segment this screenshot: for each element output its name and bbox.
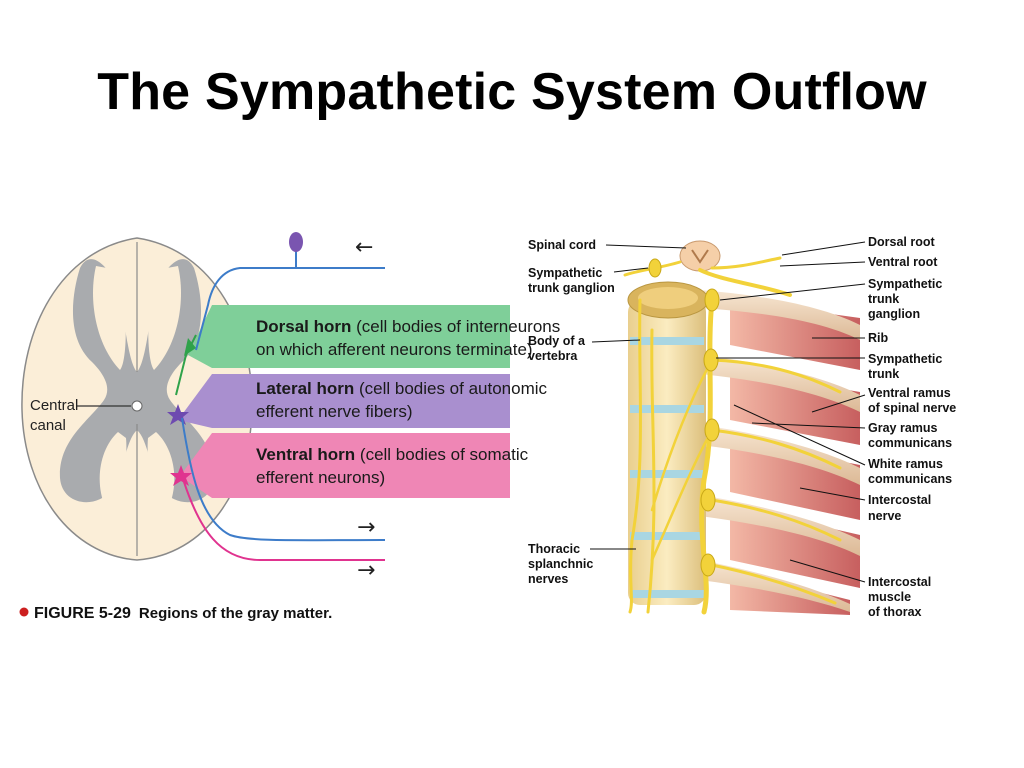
label-sympathetic-trunk-1: Sympathetic — [868, 352, 942, 366]
label-spinal-cord: Spinal cord — [528, 238, 596, 252]
label-dorsal-root: Dorsal root — [868, 235, 936, 249]
label-body-of-vertebra-1: Body of a — [528, 334, 586, 348]
lateral-horn-text-line2: efferent nerve fibers) — [256, 402, 413, 421]
label-gray-ramus-2: communicans — [868, 436, 952, 450]
somatic-neuron-star — [170, 465, 192, 486]
afferent-cell-body — [289, 232, 303, 252]
afferent-arrow: ← — [355, 235, 373, 260]
label-body-of-vertebra-2: vertebra — [528, 349, 578, 363]
label-sympathetic-trunk-2: trunk — [868, 367, 899, 381]
label-intercostal-nerve-2: nerve — [868, 509, 901, 523]
label-intercostal-nerve-1: Intercostal — [868, 493, 931, 507]
autonomic-neuron-star — [167, 404, 189, 425]
label-sympathetic-trunk-ganglion-right-1: Sympathetic — [868, 277, 942, 291]
lateral-horn-text-line1: Lateral horn (cell bodies of autonomic — [256, 379, 548, 398]
ventral-horn-text-line1: Ventral horn (cell bodies of somatic — [256, 445, 529, 464]
caption-bullet — [19, 607, 29, 617]
label-intercostal-muscle-1: Intercostal — [868, 575, 931, 589]
interneuron-cell-body — [184, 338, 196, 356]
label-ventral-ramus-1: Ventral ramus — [868, 386, 951, 400]
label-intercostal-muscle-2: muscle — [868, 590, 911, 604]
label-ventral-root: Ventral root — [868, 255, 938, 269]
label-sympathetic-trunk-ganglion-left-2: trunk ganglion — [528, 281, 615, 295]
leader-lines — [590, 241, 866, 583]
label-sympathetic-trunk-ganglion-left-1: Sympathetic — [528, 266, 602, 280]
vertebral-column — [627, 281, 709, 605]
label-thoracic-splanchnic-3: nerves — [528, 572, 568, 586]
ventral-horn-text-line2: efferent neurons) — [256, 468, 385, 487]
sympathetic-trunk-illustration — [623, 240, 860, 615]
ribs — [700, 290, 860, 612]
efferent-arrow-1: → — [357, 515, 375, 540]
dorsal-horn-text-line2: on which afferent neurons terminate) — [256, 340, 533, 359]
efferent-arrow-2: → — [357, 558, 375, 583]
dorsal-horn-text-line1: Dorsal horn (cell bodies of interneurons — [256, 317, 560, 336]
central-canal-label-line1: Central — [30, 397, 78, 414]
spinal-cord — [679, 240, 721, 272]
label-gray-ramus-1: Gray ramus — [868, 421, 938, 435]
sympathetic-ganglia — [648, 258, 720, 577]
ventral-horn-band — [180, 433, 510, 498]
label-white-ramus-2: communicans — [868, 472, 952, 486]
lateral-horn-band — [178, 374, 510, 428]
central-canal — [131, 400, 143, 412]
label-thoracic-splanchnic-2: splanchnic — [528, 557, 593, 571]
label-white-ramus-1: White ramus — [868, 457, 943, 471]
slide-title: The Sympathetic System Outflow — [97, 63, 927, 121]
label-ventral-ramus-2: of spinal nerve — [868, 401, 956, 415]
label-sympathetic-trunk-ganglion-right-3: ganglion — [868, 307, 920, 321]
dorsal-horn-band — [188, 305, 510, 368]
central-canal-label-line2: canal — [30, 417, 66, 434]
label-intercostal-muscle-3: of thorax — [868, 605, 922, 619]
neuron-pathways — [167, 232, 386, 561]
label-thoracic-splanchnic-1: Thoracic — [528, 542, 580, 556]
horn-bands — [178, 305, 510, 498]
label-rib: Rib — [868, 331, 889, 345]
label-sympathetic-trunk-ganglion-right-2: trunk — [868, 292, 899, 306]
